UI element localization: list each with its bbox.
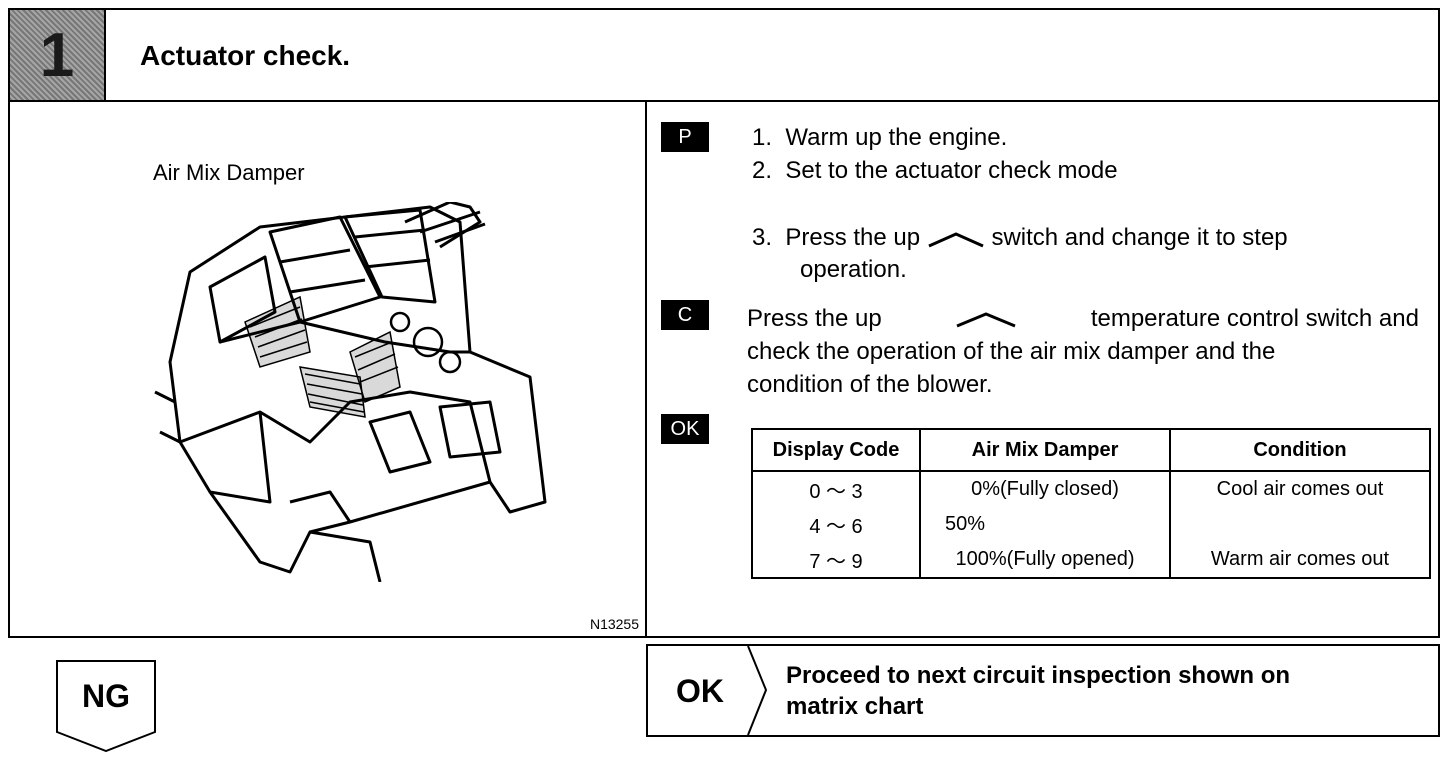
step-number-label: 2.	[752, 157, 773, 184]
column-header: Display Code	[751, 428, 921, 472]
ok-result-text: Proceed to next circuit inspection shown…	[786, 660, 1290, 722]
illustration-caption: Air Mix Damper	[153, 160, 305, 185]
step-c-line: Press the up temperature control switch …	[747, 302, 1419, 335]
table-cell: 0%(Fully closed)	[919, 471, 1171, 507]
step-item: 2. Set to the actuator check mode	[752, 157, 1118, 185]
table-cell: 4 ～ 6	[751, 507, 921, 542]
step-text: switch and change it to step	[991, 224, 1288, 251]
damper-table: Display Code Air Mix Damper Condition 0 …	[751, 428, 1431, 579]
table-row: 7 ～ 9 100%(Fully opened) Warm air comes …	[751, 542, 1431, 578]
step-item: 1. Warm up the engine.	[752, 124, 1007, 152]
ng-arrow-box	[56, 660, 156, 753]
step-number-label: 1.	[752, 124, 773, 151]
column-header: Air Mix Damper	[919, 428, 1171, 472]
ok-label: OK	[676, 673, 724, 709]
table-header-row: Display Code Air Mix Damper Condition	[751, 428, 1431, 472]
ok-result-line: matrix chart	[786, 693, 924, 720]
step-number-label: 3.	[752, 224, 773, 251]
air-mix-damper-illustration	[154, 202, 547, 582]
step-c-part: Press the up	[747, 305, 882, 332]
step-number-box: 1	[10, 10, 106, 100]
step-c-line: check the operation of the air mix dampe…	[747, 338, 1276, 365]
up-switch-icon	[928, 232, 984, 248]
ok-result-line: Proceed to next circuit inspection shown…	[786, 662, 1291, 689]
table-row: 4 ～ 6 50%	[751, 507, 1431, 542]
illustration-panel: Air Mix Damper	[10, 102, 647, 636]
table-cell: Cool air comes out	[1169, 471, 1431, 507]
page-title: Actuator check.	[140, 40, 351, 71]
ng-label: NG	[82, 678, 130, 714]
procedure-panel: P 1. Warm up the engine. 2. Set to the a…	[647, 102, 1438, 636]
figure-code: N13255	[589, 616, 639, 632]
table-row: 0 ～ 3 0%(Fully closed) Cool air comes ou…	[751, 471, 1431, 507]
step-text: Set to the actuator check mode	[785, 157, 1118, 184]
badge-p: P	[661, 122, 709, 152]
inspection-frame: 1 Actuator check. Air Mix Damper	[8, 8, 1440, 638]
badge-c: C	[661, 300, 709, 330]
step-text: Warm up the engine.	[785, 124, 1008, 151]
column-header: Condition	[1169, 428, 1431, 472]
table-cell	[1169, 507, 1431, 542]
step-c-part: temperature control switch and	[1090, 305, 1419, 332]
ok-arrow-divider	[747, 646, 768, 735]
table-cell: 100%(Fully opened)	[919, 542, 1171, 578]
step-text: Press the up	[785, 224, 921, 251]
table-cell: 50%	[919, 507, 1171, 542]
table-cell: Warm air comes out	[1169, 542, 1431, 578]
ng-result: NG	[56, 660, 156, 757]
step-item: 3. Press the up switch and change it to …	[752, 224, 1288, 252]
table-cell: 0 ～ 3	[751, 471, 921, 507]
badge-ok: OK	[661, 414, 709, 444]
step-header: 1 Actuator check.	[10, 10, 1438, 102]
step-c-text: Press the up temperature control switch …	[747, 302, 1419, 401]
up-switch-icon	[956, 311, 1016, 327]
ok-result: OK Proceed to next circuit inspection sh…	[646, 644, 1440, 737]
step-text-continued: operation.	[800, 256, 907, 283]
step-number: 1	[39, 20, 75, 90]
step-c-line: condition of the blower.	[747, 371, 993, 398]
table-cell: 7 ～ 9	[751, 542, 921, 578]
